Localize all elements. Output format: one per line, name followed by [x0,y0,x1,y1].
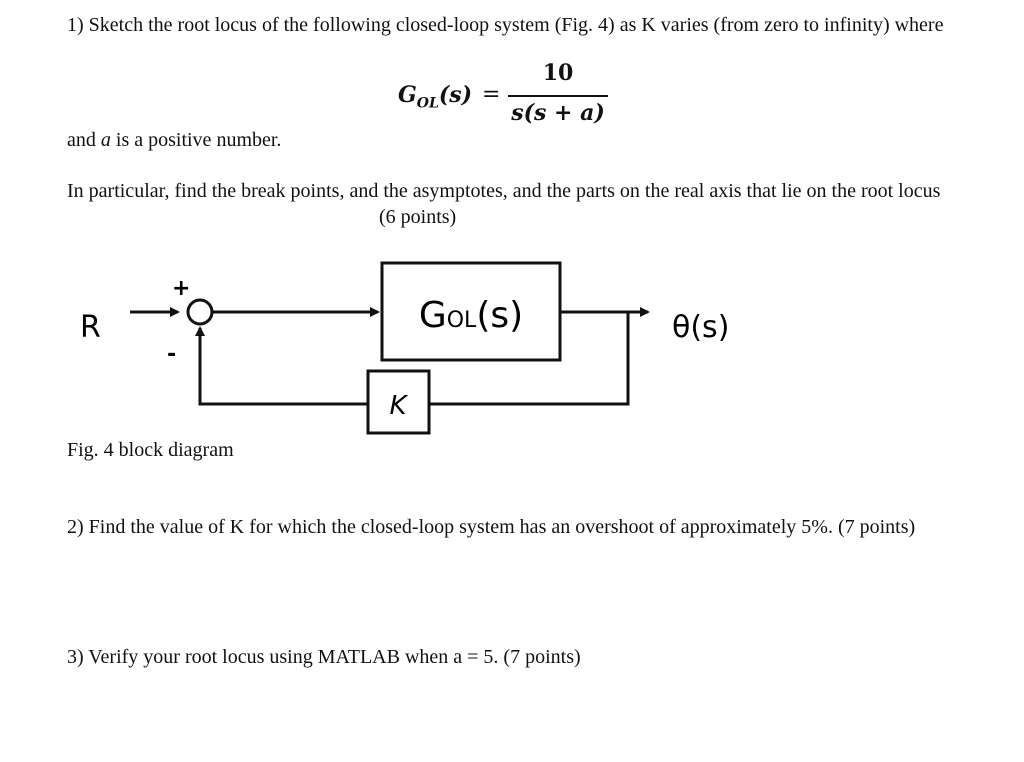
feedback-line-out [430,312,630,406]
question-1-condition: and a is a positive number. [67,129,282,151]
question-1-task: In particular, find the break points, an… [67,180,941,228]
feedback-block-label: K [389,391,408,421]
formula-numerator: 10 [542,60,574,86]
plus-sign: + [172,276,190,301]
formula-lhs: GOL(s) [398,82,473,112]
output-label: θ(s) [672,310,729,345]
formula-equals: = [482,82,501,107]
feedback-line-in [195,326,368,406]
fraction-bar [508,95,608,97]
question-2: 2) Find the value of K for which the clo… [67,516,916,538]
question-1-points: (6 points) [379,206,457,228]
question-1-intro: 1) Sketch the root locus of the followin… [67,14,944,36]
feedback-block [366,369,431,435]
forward-block-label: GOL(s) [419,295,523,336]
question-3: 3) Verify your root locus using MATLAB w… [67,646,581,668]
formula-denominator: s(s + a) [511,100,605,126]
transfer-function-formula: GOL(s) = 10 s(s + a) [398,60,618,130]
minus-sign: - [167,342,176,367]
figure-caption: Fig. 4 block diagram [67,439,234,461]
input-label: R [80,310,101,345]
summing-junction [186,298,214,326]
block-diagram: R + - GOL(s) θ(s) K [80,261,729,435]
